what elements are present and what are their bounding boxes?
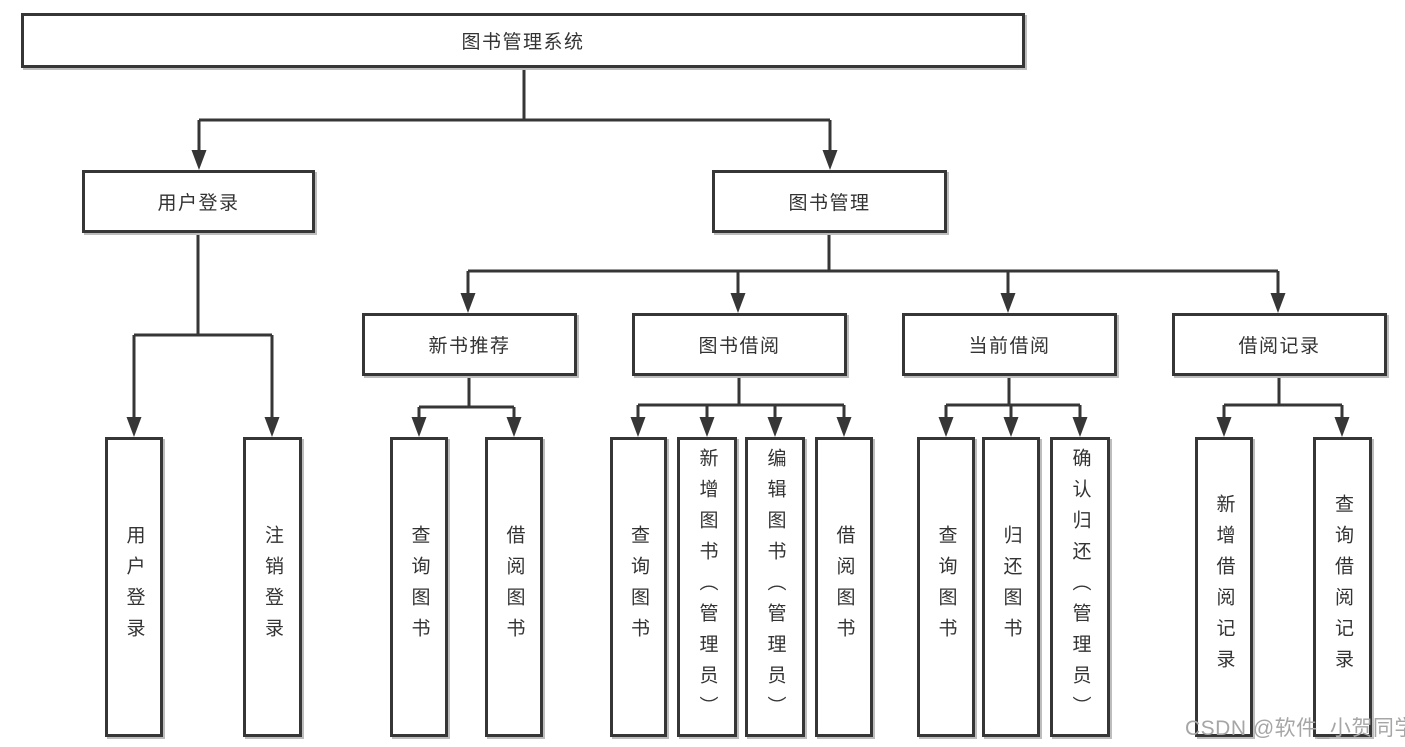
leaf-query-books-borrowing: 查询图书 xyxy=(610,437,667,737)
node-label: 图书管理系统 xyxy=(461,32,585,53)
leaf-query-borrow-record: 查询借阅记录 xyxy=(1313,437,1372,737)
leaf-label: 查询借阅记录 xyxy=(1332,494,1353,680)
leaf-user-login: 用户登录 xyxy=(105,437,163,737)
leaf-label: 归还图书 xyxy=(1000,525,1022,649)
connector-book-borrowing xyxy=(636,376,846,419)
node-label: 用户登录 xyxy=(157,193,240,214)
connector-current-borrowing xyxy=(944,376,1082,419)
leaf-label: 查询图书 xyxy=(628,525,649,649)
leaf-query-books-recommend: 查询图书 xyxy=(390,437,448,737)
node-new-book-recommend: 新书推荐 xyxy=(362,313,577,376)
leaf-label: 借阅图书 xyxy=(503,525,525,649)
leaf-label: 注销登录 xyxy=(262,525,283,649)
node-label: 新书推荐 xyxy=(428,336,511,357)
node-label: 借阅记录 xyxy=(1238,336,1321,357)
leaf-label: 查询图书 xyxy=(408,525,430,649)
leaf-add-borrow-record: 新增借阅记录 xyxy=(1195,437,1253,737)
leaf-label: 新增图书（管理员） xyxy=(696,447,718,727)
connector-borrowing-records xyxy=(1222,376,1344,419)
connector-new-book xyxy=(417,376,516,419)
leaf-label: 借阅图书 xyxy=(833,525,855,649)
leaf-borrow-books-borrowing: 借阅图书 xyxy=(815,437,873,737)
leaf-label: 新增借阅记录 xyxy=(1213,494,1235,680)
leaf-borrow-books-recommend: 借阅图书 xyxy=(485,437,543,737)
node-label: 当前借阅 xyxy=(968,336,1051,357)
leaf-return-books: 归还图书 xyxy=(982,437,1040,737)
connector-user-login xyxy=(132,233,274,419)
connector-root xyxy=(197,68,832,152)
leaf-add-books-admin: 新增图书（管理员） xyxy=(677,437,737,737)
leaf-query-books-current: 查询图书 xyxy=(917,437,975,737)
node-user-login: 用户登录 xyxy=(82,170,315,233)
leaf-label: 编辑图书（管理员） xyxy=(764,447,786,727)
connector-book-management xyxy=(466,233,1280,295)
leaf-logout: 注销登录 xyxy=(243,437,302,737)
node-label: 图书借阅 xyxy=(698,336,781,357)
leaf-confirm-return-admin: 确认归还（管理员） xyxy=(1050,437,1110,737)
leaf-label: 确认归还（管理员） xyxy=(1069,447,1091,727)
watermark: CSDN @软件_小贺同学 xyxy=(1185,717,1405,740)
node-book-borrowing: 图书借阅 xyxy=(632,313,847,376)
node-current-borrowing: 当前借阅 xyxy=(902,313,1117,376)
node-label: 图书管理 xyxy=(788,193,871,214)
node-borrowing-records: 借阅记录 xyxy=(1172,313,1387,376)
node-library-management-system: 图书管理系统 xyxy=(21,13,1025,68)
node-book-management: 图书管理 xyxy=(712,170,947,233)
leaf-label: 用户登录 xyxy=(123,525,145,649)
leaf-edit-books-admin: 编辑图书（管理员） xyxy=(745,437,805,737)
leaf-label: 查询图书 xyxy=(935,525,957,649)
